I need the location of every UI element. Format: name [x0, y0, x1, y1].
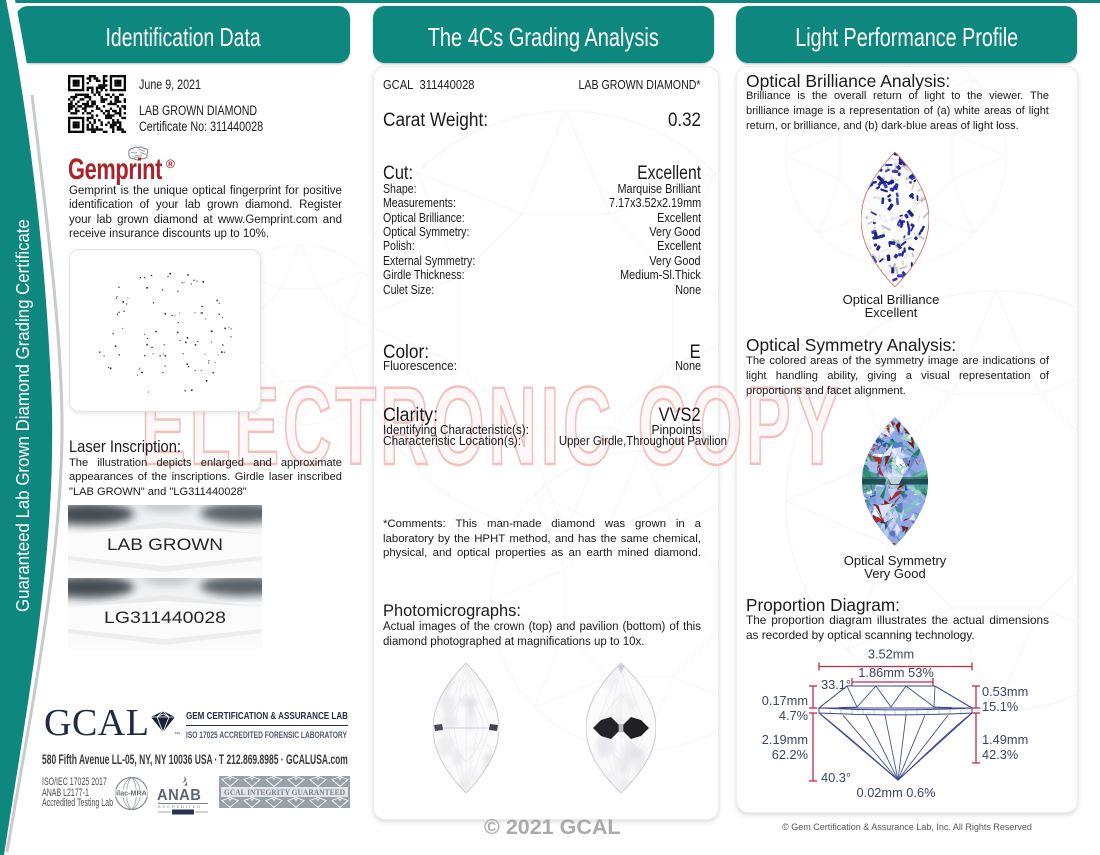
svg-text:ANAB: ANAB: [157, 786, 201, 804]
svg-text:40.3°: 40.3°: [821, 770, 851, 785]
svg-text:™: ™: [174, 731, 180, 736]
svg-text:0.17mm: 0.17mm: [762, 693, 808, 708]
svg-text:2.19mm: 2.19mm: [762, 732, 808, 747]
svg-text:LG311440028: LG311440028: [104, 609, 226, 627]
svg-text:ACCREDITED: ACCREDITED: [158, 804, 202, 809]
svg-text:3.52mm: 3.52mm: [868, 647, 914, 662]
svg-text:GCAL INTEGRITY GUARANTEED: GCAL INTEGRITY GUARANTEED: [224, 788, 345, 797]
svg-text:42.3%: 42.3%: [982, 747, 1018, 762]
svg-text:0.53mm: 0.53mm: [982, 684, 1028, 699]
svg-text:1.49mm: 1.49mm: [982, 732, 1028, 747]
svg-text:33.1°: 33.1°: [821, 677, 851, 692]
svg-text:ilac-MRA: ilac-MRA: [116, 789, 147, 798]
svg-text:4.7%: 4.7%: [779, 708, 808, 723]
svg-text:62.2%: 62.2%: [772, 747, 808, 762]
svg-text:1.86mm 53%: 1.86mm 53%: [858, 665, 933, 680]
svg-text:0.02mm 0.6%: 0.02mm 0.6%: [857, 785, 936, 800]
svg-text:LAB GROWN: LAB GROWN: [107, 536, 223, 554]
svg-text:15.1%: 15.1%: [982, 699, 1018, 714]
